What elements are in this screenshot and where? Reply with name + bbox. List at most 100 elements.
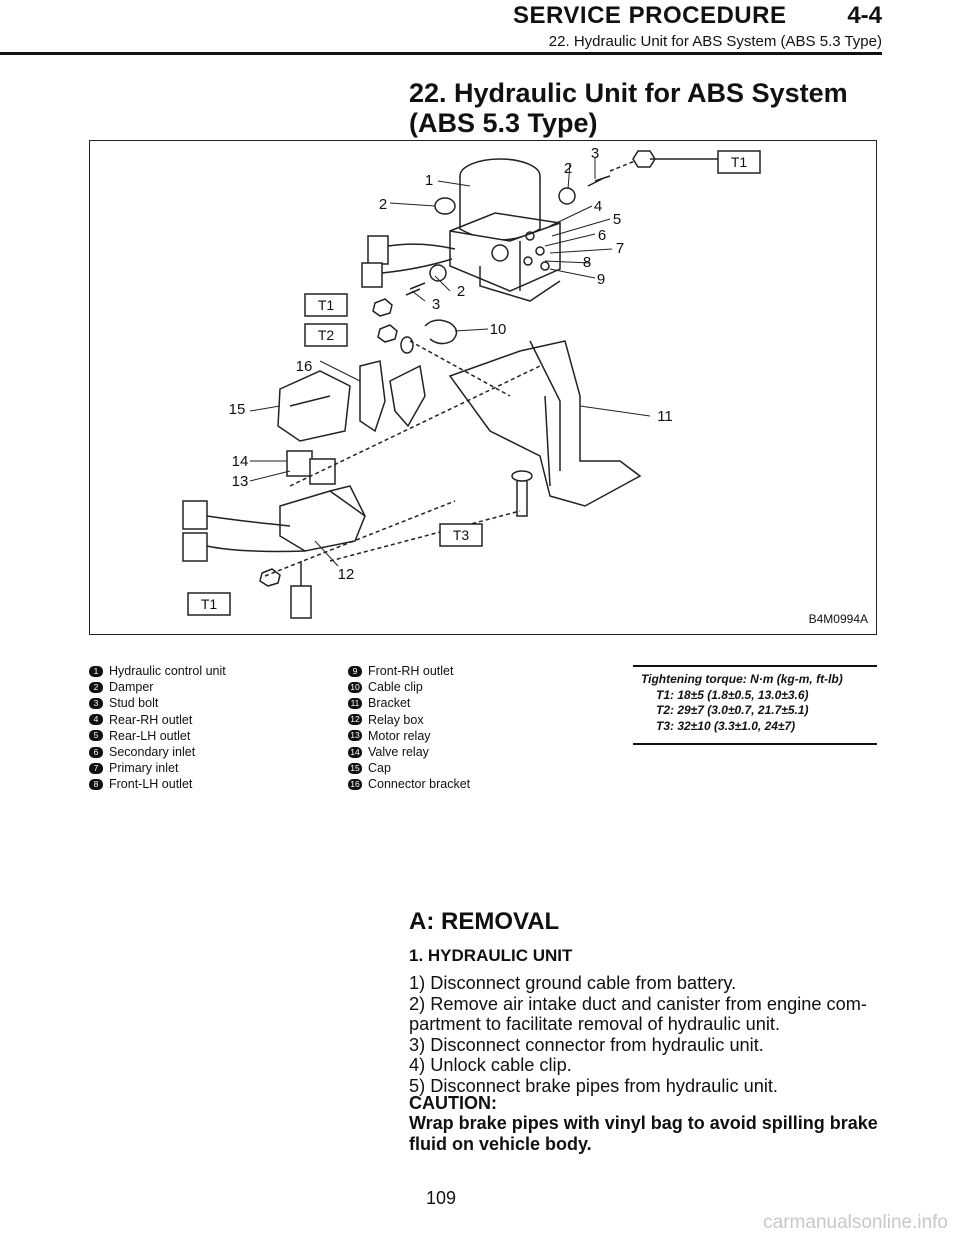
callout-13: 13 — [232, 473, 249, 490]
header-title: SERVICE PROCEDURE — [513, 2, 787, 29]
exploded-diagram: T1 T1 T2 T3 T1 1 2 3 2 4 5 6 7 8 9 2 3 — [89, 140, 877, 635]
legend-item: 13 Motor relay — [348, 728, 470, 744]
torque-spec-box: Tightening torque: N·m (kg-m, ft-lb) T1:… — [633, 665, 877, 745]
legend-number: 6 — [89, 746, 103, 758]
torque-label-t1-bottom: T1 — [201, 596, 218, 612]
callout-6: 6 — [598, 227, 606, 244]
caution-heading: CAUTION: — [409, 1093, 497, 1113]
legend-left: 1 Hydraulic control unit 2 Damper 3 Stud bo… — [89, 663, 226, 793]
header-rule — [0, 52, 882, 55]
torque-label-t3: T3 — [453, 527, 470, 543]
legend-number: 12 — [348, 714, 362, 726]
callout-15: 15 — [229, 401, 246, 418]
callout-14: 14 — [232, 453, 249, 470]
callout-1: 1 — [425, 172, 433, 189]
legend-label: Cable clip — [368, 680, 423, 695]
legend-label: Front-RH outlet — [368, 664, 454, 678]
page-number: 109 — [425, 1188, 457, 1208]
legend-label: Primary inlet — [109, 761, 179, 776]
header-section-number: 4-4 — [847, 2, 882, 29]
legend-label: Rear-RH outlet — [109, 712, 193, 727]
legend-label: Rear-LH outlet — [109, 728, 191, 743]
torque-label-t1-mid: T1 — [318, 297, 335, 313]
legend-label: Damper — [109, 680, 154, 695]
hydraulic-unit-drawing — [449, 158, 561, 302]
legend-item: 4 Rear-RH outlet — [89, 712, 226, 728]
legend-label: Hydraulic control unit — [109, 664, 226, 678]
removal-steps: 1) Disconnect ground cable from battery.… — [409, 973, 881, 1096]
legend-item: 1 Hydraulic control unit — [89, 663, 226, 679]
legend-label: Connector bracket — [368, 777, 471, 792]
step-line: 4) Unlock cable clip. — [409, 1055, 572, 1075]
exploded-diagram-drawing: T1 T1 T2 T3 T1 1 2 3 2 4 5 6 7 8 9 2 3 — [182, 145, 761, 619]
figure-id: B4M0994A — [808, 612, 868, 626]
callout-8: 8 — [583, 254, 591, 271]
legend-item: 14 Valve relay — [348, 744, 470, 760]
callout-16: 16 — [296, 358, 313, 375]
torque-t3: T3: 32±10 (3.3±1.0, 24±7) — [656, 718, 796, 733]
legend-item: 10 Cable clip — [348, 679, 470, 695]
legend-number: 10 — [348, 681, 362, 693]
removal-heading: A: REMOVAL — [409, 908, 560, 935]
section-title: 22. Hydraulic Unit for ABS System (ABS 5… — [409, 78, 869, 138]
torque-label-t2: T2 — [318, 327, 335, 343]
step-line: 5) Disconnect brake pipes from hydraulic… — [409, 1075, 778, 1096]
caution-line: Wrap brake pipes with vinyl bag to avoid… — [409, 1113, 878, 1133]
torque-t2: T2: 29±7 (3.0±0.7, 21.7±5.1) — [656, 703, 809, 717]
legend-item: 16 Connector bracket — [348, 776, 470, 792]
legend-item: 5 Rear-LH outlet — [89, 728, 226, 744]
callout-10: 10 — [490, 321, 507, 338]
section-title-line1: 22. Hydraulic Unit for ABS System — [409, 78, 848, 108]
hydraulic-unit-subheading: 1. HYDRAULIC UNIT — [409, 946, 573, 965]
callout-11: 11 — [657, 408, 673, 425]
torque-label-t1-top: T1 — [731, 154, 748, 170]
legend-item: 9 Front-RH outlet — [348, 663, 470, 679]
legend-item: 8 Front-LH outlet — [89, 776, 226, 792]
legend-label: Stud bolt — [109, 696, 159, 711]
legend-number: 5 — [89, 730, 103, 742]
callout-4: 4 — [594, 198, 602, 215]
legend-number: 4 — [89, 714, 103, 726]
legend-item: 3 Stud bolt — [89, 695, 226, 711]
legend-item: 6 Secondary inlet — [89, 744, 226, 760]
callout-3a: 3 — [591, 145, 599, 162]
legend-item: 2 Damper — [89, 679, 226, 695]
legend-item: 12 Relay box — [348, 712, 470, 728]
torque-heading: Tightening torque: N·m (kg-m, ft-lb) — [641, 672, 843, 686]
step-line: partment to facilitate removal of hydrau… — [409, 1014, 780, 1034]
step-line: 1) Disconnect ground cable from battery. — [409, 973, 737, 993]
legend-number: 1 — [89, 665, 103, 677]
callout-2a: 2 — [379, 196, 387, 213]
legend-label: Secondary inlet — [109, 745, 196, 760]
legend-number: 2 — [89, 681, 103, 693]
legend-label: Valve relay — [368, 745, 429, 760]
watermark: carmanualsonline.info — [763, 1212, 948, 1233]
legend-label: Front-LH outlet — [109, 777, 193, 792]
step-line: 2) Remove air intake duct and canister f… — [409, 993, 867, 1014]
section-title-line2: (ABS 5.3 Type) — [409, 108, 598, 138]
legend-number: 16 — [348, 779, 362, 791]
callout-7: 7 — [616, 240, 624, 257]
callout-9: 9 — [597, 271, 605, 288]
callout-12: 12 — [338, 566, 355, 583]
callout-3b: 3 — [432, 296, 440, 313]
legend-number: 14 — [348, 746, 362, 758]
legend-number: 8 — [89, 779, 103, 791]
callout-5: 5 — [613, 211, 621, 228]
header-subtitle: 22. Hydraulic Unit for ABS System (ABS 5… — [548, 33, 882, 50]
callout-2c: 2 — [457, 283, 465, 300]
caution-line: fluid on vehicle body. — [409, 1134, 592, 1154]
legend-label: Relay box — [368, 712, 424, 727]
legend-number: 3 — [89, 698, 103, 709]
step-line: 3) Disconnect connector from hydraulic u… — [409, 1034, 764, 1055]
legend-number: 15 — [348, 762, 362, 774]
legend-label: Motor relay — [368, 728, 431, 743]
caution-text: Wrap brake pipes with vinyl bag to avoid… — [409, 1113, 881, 1155]
legend-number: 9 — [348, 665, 362, 677]
legend-label: Bracket — [368, 696, 411, 711]
legend-number: 13 — [348, 730, 362, 742]
